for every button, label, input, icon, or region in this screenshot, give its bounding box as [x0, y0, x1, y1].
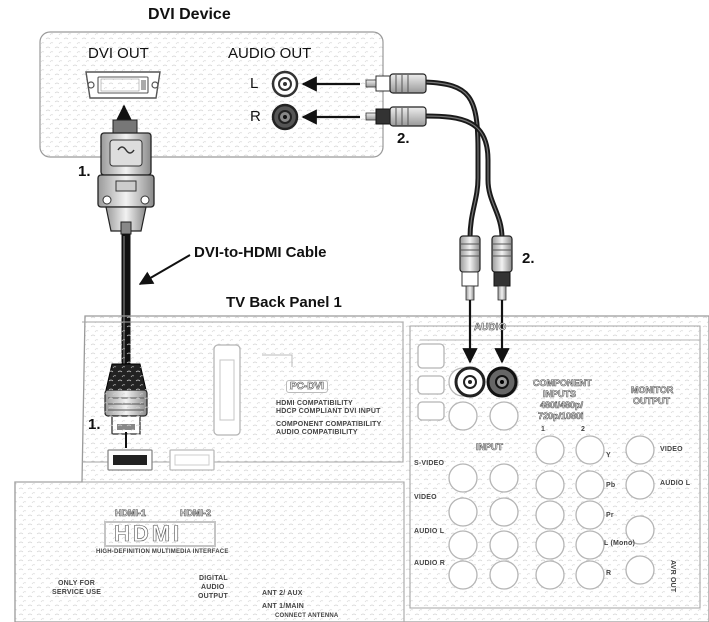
rca-plug-right-bottom	[492, 236, 512, 300]
audio-out-label: AUDIO OUT	[228, 45, 311, 62]
rca-audio-cable	[425, 82, 502, 238]
col-2-label: 2	[581, 426, 585, 433]
dvi-out-port	[86, 72, 160, 98]
hdmi-1-label: HDMI-1	[115, 508, 146, 518]
video-side-label: VIDEO	[414, 494, 437, 501]
pc-note-3: COMPONENT COMPATIBILITY	[276, 421, 381, 428]
tv-audio-right-jack	[488, 368, 516, 396]
audio-side-l-label: AUDIO L	[414, 528, 444, 535]
service-label-1: ONLY FOR	[58, 580, 95, 587]
component-inputs-3: 480i/480p/	[540, 400, 583, 410]
cable-pointer-arrow	[140, 255, 190, 284]
dvi-out-label: DVI OUT	[88, 45, 149, 62]
tv-audio-left-jack	[456, 368, 484, 396]
pb-label: Pb	[606, 482, 615, 489]
audio-right-label: R	[250, 108, 261, 125]
tv-panel-title: TV Back Panel 1	[226, 294, 342, 311]
r-label: R	[606, 570, 611, 577]
hdmi-2-label: HDMI-2	[180, 508, 211, 518]
audio-left-label: L	[250, 75, 258, 92]
step-2-label-top: 2.	[397, 130, 410, 147]
ant2-label: ANT 2/ AUX	[262, 590, 303, 597]
component-inputs-2: INPUTS	[543, 389, 576, 399]
ant1-label: ANT 1/MAIN	[262, 603, 304, 610]
hdmi-1-port	[108, 450, 152, 470]
step-2-label-right: 2.	[522, 250, 535, 267]
hdmi-logo-text: HDMI	[114, 521, 182, 547]
step-1-label-bottom: 1.	[88, 416, 101, 433]
digital-audio-2: AUDIO	[201, 584, 225, 591]
digital-audio-1: DIGITAL	[199, 575, 228, 582]
audio-side-r-label: AUDIO R	[414, 560, 445, 567]
avr-out-label: AVR OUT	[669, 560, 676, 592]
pc-note-4: AUDIO COMPATIBILITY	[276, 429, 358, 436]
hdmi-note: HIGH-DEFINITION MULTIMEDIA INTERFACE	[96, 549, 229, 555]
monitor-video-label: VIDEO	[660, 446, 683, 453]
component-inputs-1: COMPONENT	[533, 378, 592, 388]
l-mono-label: L (Mono)	[604, 540, 635, 547]
ant-note: CONNECT ANTENNA	[275, 613, 338, 619]
rca-plug-left-bottom	[460, 236, 480, 300]
y-label: Y	[606, 452, 611, 459]
panel-audio-label: AUDIO	[474, 322, 506, 333]
audio-out-right-jack	[273, 105, 297, 129]
monitor-output-2: OUTPUT	[633, 396, 670, 406]
hdmi-2-port	[170, 450, 214, 470]
pc-note-2: HDCP COMPLIANT DVI INPUT	[276, 408, 381, 415]
dvi-device-title: DVI Device	[148, 6, 231, 24]
input-label: INPUT	[476, 442, 503, 452]
cable-label: DVI-to-HDMI Cable	[194, 244, 327, 261]
s-video-label: S-VIDEO	[414, 460, 444, 467]
monitor-output-1: MONITOR	[631, 385, 673, 395]
step-1-label-top: 1.	[78, 163, 91, 180]
pc-dvi-label: PC-DVI	[286, 380, 328, 393]
digital-audio-3: OUTPUT	[198, 593, 228, 600]
pc-note-1: HDMI COMPATIBILITY	[276, 400, 353, 407]
col-1-label: 1	[541, 426, 545, 433]
service-label-2: SERVICE USE	[52, 589, 101, 596]
pr-label: Pr	[606, 512, 614, 519]
monitor-audio-l-label: AUDIO L	[660, 480, 690, 487]
component-inputs-4: 720p/1080i	[538, 411, 584, 421]
audio-out-left-jack	[273, 72, 297, 96]
